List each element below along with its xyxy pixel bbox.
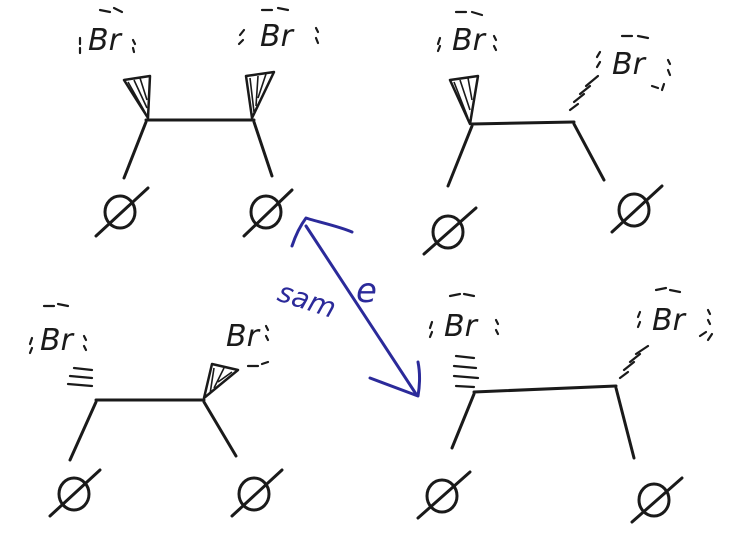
wedge-bond-3b xyxy=(202,362,240,400)
bromine-label-3a: Br xyxy=(28,302,88,358)
structure-bottom-right: Br Br xyxy=(416,286,714,524)
structure-top-right: Br Br xyxy=(422,10,672,256)
wedge-bond-1a xyxy=(122,74,152,120)
wedge-bond-1b xyxy=(244,70,276,120)
svg-text:Br: Br xyxy=(652,303,687,338)
phenyl-1b xyxy=(242,188,294,238)
wedge-bond-2a xyxy=(448,74,480,126)
phenyl-3a xyxy=(48,468,102,518)
hashed-bond-4a xyxy=(452,354,480,389)
double-headed-arrow xyxy=(304,224,418,396)
carbon-carbon-bond-2 xyxy=(470,120,576,126)
svg-text:Br: Br xyxy=(612,47,647,82)
bromine-label-4b: Br xyxy=(636,286,714,342)
bromine-label-2b: Br xyxy=(595,34,672,92)
bromine-label-1b: Br xyxy=(237,6,320,54)
phenyl-2b xyxy=(610,184,664,234)
arrow-head-top xyxy=(290,216,354,248)
structure-top-left: Br Br xyxy=(78,6,320,238)
phenyl-3b xyxy=(230,468,284,518)
phenyl-2a xyxy=(422,206,478,256)
bond-to-phenyl-4a xyxy=(450,392,476,450)
bond-to-phenyl-3a xyxy=(68,400,98,462)
bond-to-phenyl-4b xyxy=(614,386,636,460)
svg-text:Br: Br xyxy=(226,319,261,354)
annotation-text-sam: sam xyxy=(274,275,340,325)
structure-bottom-left: Br Br xyxy=(28,302,284,518)
phenyl-4a xyxy=(416,470,472,520)
same-annotation: sam e xyxy=(274,216,421,398)
svg-text:Br: Br xyxy=(88,23,123,58)
hashed-bond-3a xyxy=(66,366,94,388)
bromine-label-4a: Br xyxy=(428,292,500,344)
bond-to-phenyl-1a xyxy=(122,120,148,180)
bond-to-phenyl-2b xyxy=(572,122,606,182)
arrow-head-bottom xyxy=(368,360,421,398)
bromine-label-1a: Br xyxy=(78,6,137,58)
bromine-label-2a: Br xyxy=(436,10,498,58)
phenyl-4b xyxy=(630,476,684,524)
bond-to-phenyl-3b xyxy=(202,400,238,458)
hashed-bond-4b xyxy=(618,344,650,380)
bond-to-phenyl-1b xyxy=(252,120,274,178)
svg-text:Br: Br xyxy=(452,23,487,58)
hashed-bond-2b xyxy=(568,74,600,112)
carbon-carbon-bond-4 xyxy=(472,384,618,394)
svg-text:Br: Br xyxy=(444,309,479,344)
bond-to-phenyl-2a xyxy=(446,124,474,188)
phenyl-1a xyxy=(94,186,150,238)
svg-text:Br: Br xyxy=(260,19,295,54)
annotation-text-e: e xyxy=(356,271,377,311)
svg-text:Br: Br xyxy=(40,323,75,358)
svg-text:Ø: Ø xyxy=(106,190,139,234)
bromine-label-3b: Br xyxy=(226,319,270,368)
